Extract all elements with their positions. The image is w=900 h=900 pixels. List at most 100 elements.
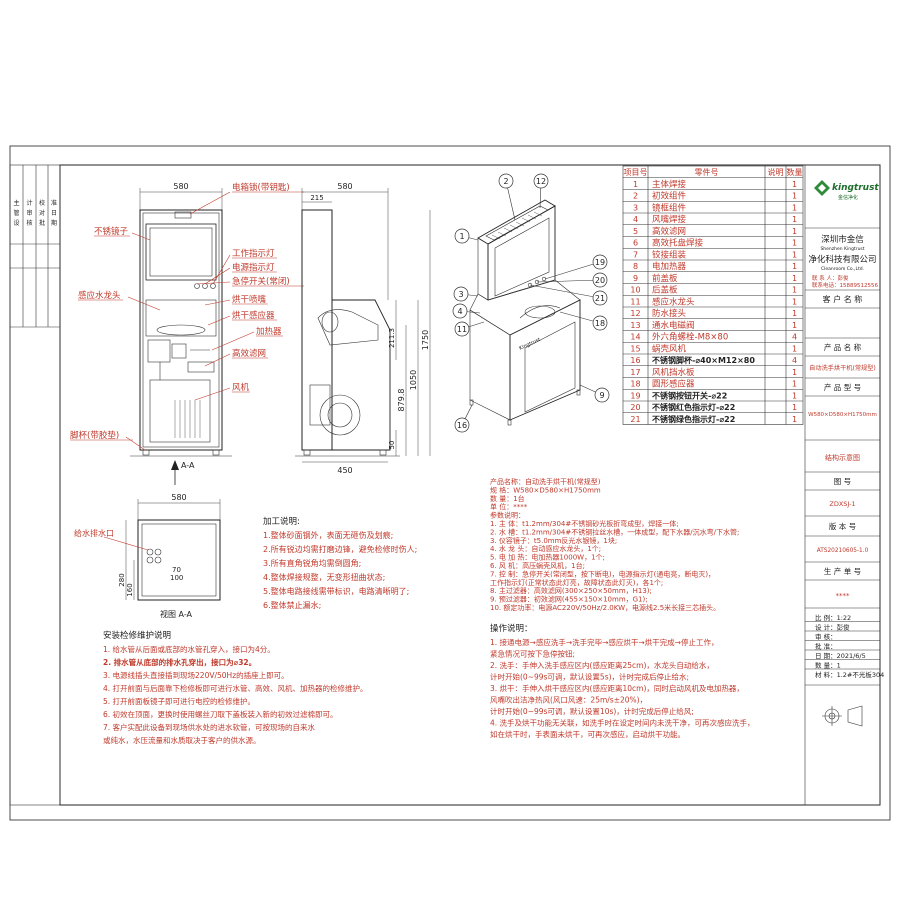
parts-row-qty: 1 xyxy=(792,262,797,271)
balloon-circle xyxy=(592,315,608,331)
install-note-3: 3. 电源线插头直接插到现场220V/50Hz的插座上即可。 xyxy=(103,670,289,680)
section-width-dim: 580 xyxy=(171,493,186,502)
balloon-leader xyxy=(536,279,601,283)
product-info-line-3: 数 量：1台 xyxy=(490,494,525,503)
parts-row-name: 防水接头 xyxy=(652,308,687,319)
strip-char: 批 xyxy=(39,219,45,227)
operation-line-2: 紧急情况可按下急停按钮; xyxy=(490,649,575,659)
install-note-4: 4. 打开前面与后面靠下检修板即可进行水管、高效、风机、加热器的检修维护。 xyxy=(103,683,368,693)
side-dim-0: 580 xyxy=(337,182,352,191)
side-dim-1: 215 xyxy=(310,194,323,202)
product-model-label: 产 品 型 号 xyxy=(824,382,861,392)
parts-row-no: 15 xyxy=(630,344,640,353)
balloon-circle xyxy=(454,417,470,433)
parts-row-qty: 1 xyxy=(792,380,797,389)
parts-row-name: 风嘴焊接 xyxy=(652,214,687,225)
balloon-12: 12 xyxy=(536,177,546,186)
operation-line-5: 3. 烘干：手伸入烘干感应区内(感应距离10cm)，同时启动风机及电加热器， xyxy=(490,683,744,693)
side-dim-5: 879.8 xyxy=(397,389,406,412)
install-note-2: 2. 排水管从底部的排水孔穿出，接口为⌀32。 xyxy=(103,657,256,667)
side-view: 580 215 450 1750 1050 879.8 211.3 50 xyxy=(295,182,431,475)
product-info-line-8: 3. 仪容镜子：t5.0mm反光水银镜，1块; xyxy=(490,536,617,545)
parts-row-name: 通水电磁阀 xyxy=(652,320,695,331)
parts-row-no: 17 xyxy=(630,368,640,377)
parts-row-name: 主体焊接 xyxy=(652,179,687,190)
product-info-line-9: 4. 水 龙 头：自动感应水龙头，1个; xyxy=(490,544,601,553)
product-info-line-13: 工作指示灯(正常状态此灯亮，故障状态此灯灭)，各1个; xyxy=(490,578,663,587)
front-mirror xyxy=(145,223,217,281)
callout-leader xyxy=(131,232,151,241)
balloon-3: 3 xyxy=(458,290,463,299)
parts-row-name: 不锈钢按钮开关-⌀22 xyxy=(652,390,727,400)
callout-leader xyxy=(211,331,255,351)
product-info-line-12: 7. 控 制：急停开关(常闭型，按下断电)，电源指示灯(通电亮，断电灭)， xyxy=(490,569,715,578)
parts-row-no: 20 xyxy=(630,403,640,412)
processing-note-4: 4.整体焊接规整，无变形扭曲状态; xyxy=(263,572,385,582)
front-callout-7: 烘干喷嘴 xyxy=(232,294,267,305)
balloon-circle xyxy=(592,254,608,270)
strip-char: 审 xyxy=(26,209,32,217)
company-name-cn: 深圳市金信 xyxy=(821,234,864,245)
processing-note-5: 5.整体电路接线需带标识，电路清晰明了; xyxy=(263,586,409,596)
balloon-circle xyxy=(454,321,470,337)
product-info-line-5: 参数说明： xyxy=(490,511,525,520)
parts-row-name: 铰接组装 xyxy=(652,249,687,260)
parts-row-name: 不锈钢红色指示灯-⌀22 xyxy=(652,402,735,412)
version-label: 版 本 号 xyxy=(829,521,856,531)
parts-row-no: 3 xyxy=(633,203,638,212)
parts-row-name: 镜框组件 xyxy=(652,202,687,213)
side-dim-2: 1750 xyxy=(421,330,430,350)
section-view: 580 280 160 70 100 给水排水口 视图 A-A xyxy=(74,493,221,619)
parts-row-no: 5 xyxy=(633,227,638,236)
tb-row-6: 数 量：1 xyxy=(815,661,841,670)
processing-note-3: 3.所有直角锐角均需倒圆角; xyxy=(263,558,361,568)
callout-leader xyxy=(204,267,231,285)
strip-char: 设 xyxy=(13,219,19,227)
balloon-21: 21 xyxy=(595,294,605,303)
contact-phone: 联系电话：15889512556 xyxy=(812,281,878,289)
front-callout-1: 电箱锁(带钥匙) xyxy=(232,182,290,193)
parts-row-name: 风机挡水板 xyxy=(652,367,695,378)
company-name-en: Shenzhen Kingtrust xyxy=(820,246,864,252)
balloon-11: 11 xyxy=(457,325,467,334)
tb-row-2: 设 计：彭俊 xyxy=(815,623,850,632)
parts-row-qty: 1 xyxy=(792,344,797,353)
front-callout-10: 高效滤网 xyxy=(232,348,266,359)
balloon-4: 4 xyxy=(457,307,462,316)
parts-row-no: 4 xyxy=(633,215,638,224)
product-info-line-16: 10. 额定功率：电源AC220V/50Hz/2.0KW，电源线2.5米长接三芯… xyxy=(490,603,720,612)
product-info-line-11: 6. 风 机：高压蜗壳风机，1台; xyxy=(490,561,585,570)
parts-row-no: 21 xyxy=(630,415,640,424)
logo-text: kingtrust xyxy=(832,183,879,193)
callout-leader xyxy=(196,281,231,285)
parts-row-no: 7 xyxy=(633,250,638,259)
parts-row-qty: 4 xyxy=(792,333,797,342)
front-callout-5: 急停开关(常闭) xyxy=(232,276,290,287)
parts-row-no: 6 xyxy=(633,239,638,248)
front-callout-6: 感应水龙头 xyxy=(78,290,121,301)
parts-row-name: 圆形感应器 xyxy=(652,379,695,390)
operation-line-4: 计时开始(0~99s可调，默认设置5s)，计时完成后停止给水; xyxy=(490,672,689,682)
parts-row-no: 9 xyxy=(633,274,638,283)
contact-person: 联 系 人：彭俊 xyxy=(812,274,849,282)
product-info-line-2: 规 格：W580×D580×H1750mm xyxy=(490,485,601,494)
section-dim-70: 70 xyxy=(172,566,181,574)
parts-row-name: 外六角螺栓-M8×80 xyxy=(652,332,728,343)
parts-row-no: 12 xyxy=(630,309,640,318)
front-callout-11: 风机 xyxy=(232,382,250,393)
processing-note-2: 2.所有锐边均需打磨边锋，避免检修时伤人; xyxy=(263,544,417,554)
balloon-16: 16 xyxy=(457,421,467,430)
strip-char: 日 xyxy=(51,210,57,217)
install-note-5: 5. 打开前面板镜子即可进行电控的检修维护。 xyxy=(103,696,255,706)
drawing-no: ZDXSJ-1 xyxy=(829,500,855,508)
operation-line-1: 1. 接通电源→感应洗手→洗手完毕→感应烘干→烘干完成→停止工作， xyxy=(490,637,718,647)
front-callout-2: 不锈镜子 xyxy=(94,226,129,237)
parts-header: 数量 xyxy=(787,167,803,177)
callout-leader xyxy=(204,299,231,306)
balloon-leader xyxy=(544,261,601,280)
tb-row-4: 批 准： xyxy=(815,642,837,651)
parts-row-name: 不锈钢绿色指示灯-⌀22 xyxy=(652,414,735,424)
product-name-label: 产 品 名 称 xyxy=(824,342,862,352)
